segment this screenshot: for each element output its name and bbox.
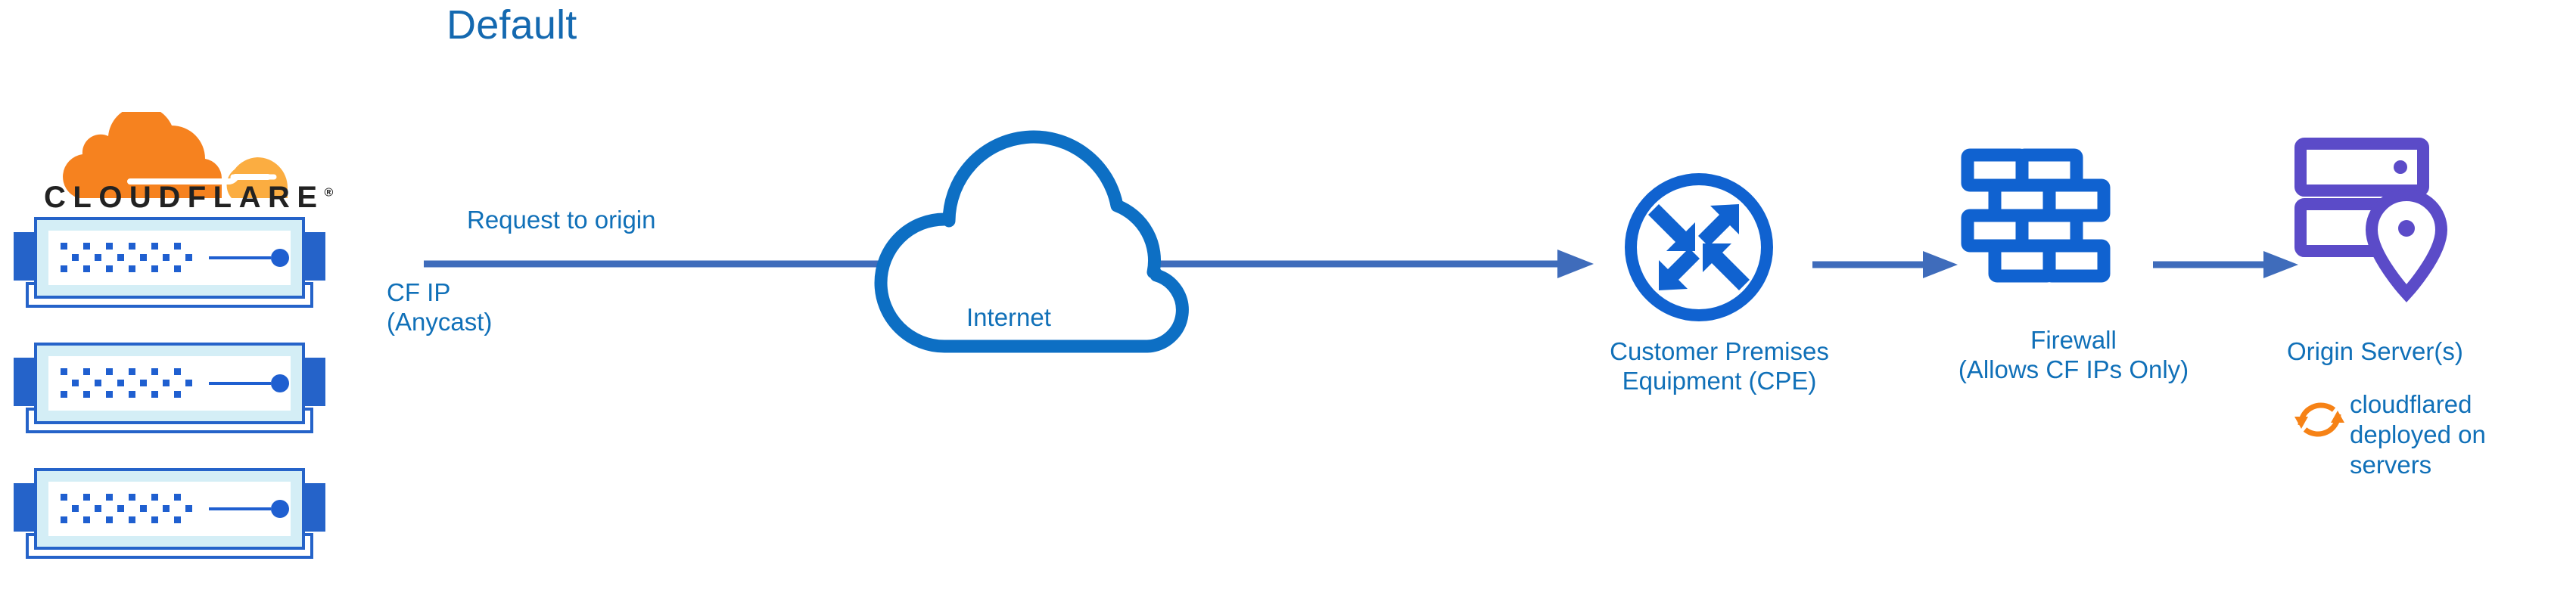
wordmark-text: CLOUDFLARE: [44, 181, 325, 214]
cf-ip-line-2: (Anycast): [387, 308, 493, 336]
firewall-label-line-1: Firewall: [2030, 326, 2117, 354]
brick-wall-icon: [1960, 147, 2119, 302]
cpe-label-line-1: Customer Premises: [1610, 337, 1829, 365]
cloudflared-note: cloudflared deployed on servers: [2350, 389, 2524, 480]
cloudflared-note-line-1: cloudflared: [2350, 390, 2472, 418]
cf-ip-label: CF IP (Anycast): [387, 278, 492, 336]
firewall-label: Firewall (Allows CF IPs Only): [1862, 325, 2285, 384]
cpe-label-line-2: Equipment (CPE): [1622, 367, 1817, 395]
firewall-label-line-2: (Allows CF IPs Only): [1958, 355, 2189, 383]
request-to-origin-label: Request to origin: [467, 206, 656, 234]
cloudflare-server-unit: [11, 338, 328, 451]
arrow-firewall-to-origin: [2153, 246, 2304, 287]
router-four-arrows-circle-icon: [1619, 168, 1778, 330]
cloud-outline-icon: [831, 106, 1255, 359]
page-title: Default: [446, 2, 577, 48]
cloudflared-note-line-3: servers: [2350, 451, 2432, 479]
cf-ip-line-1: CF IP: [387, 278, 451, 306]
cloudflare-server-unit: [11, 212, 328, 326]
circular-arrows-sync-icon: [2291, 392, 2347, 451]
registered-mark: ®: [324, 186, 334, 200]
internet-label: Internet: [966, 303, 1051, 331]
cloudflare-server-unit: [11, 464, 328, 577]
cloudflare-wordmark: CLOUDFLARE®: [44, 181, 333, 215]
server-rack-location-pin-icon: [2294, 138, 2469, 315]
arrow-cpe-to-firewall: [1812, 246, 1964, 287]
origin-server-label: Origin Server(s): [2287, 337, 2463, 365]
cloudflared-note-line-2: deployed on: [2350, 420, 2486, 448]
cloudflare-cloud-logo-icon: [17, 105, 365, 206]
cpe-label: Customer Premises Equipment (CPE): [1560, 336, 1878, 395]
